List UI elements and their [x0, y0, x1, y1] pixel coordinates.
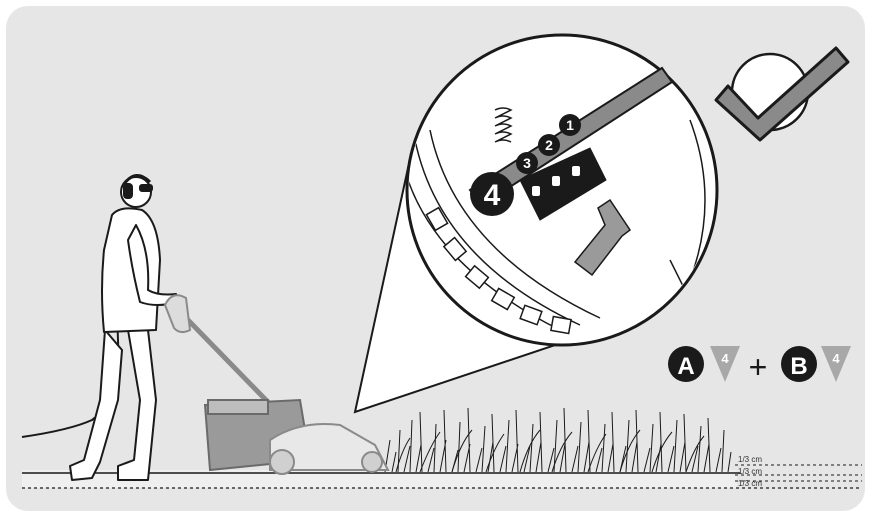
position-marker-1 [559, 114, 581, 136]
position-marker-2 [538, 134, 560, 156]
selected-position-marker [470, 172, 514, 216]
setting-a-label: 4 [721, 351, 729, 366]
position-marker-3 [516, 152, 538, 174]
badge-a [668, 346, 704, 382]
position-label-3: 3 [523, 155, 531, 171]
cut-height-label-2: 1/3 cm [738, 467, 762, 476]
setting-triangle-a [710, 346, 740, 382]
cut-height-label-3: 1/3 cm [738, 479, 762, 488]
settings-legend: A 4 + B 4 [668, 346, 851, 385]
cut-height-label-1: 1/3 cm [738, 455, 762, 464]
checkmark-icon [714, 46, 850, 142]
operator-figure [21, 174, 179, 481]
grass [384, 407, 732, 473]
height-notch-plate [519, 147, 607, 221]
setting-triangle-b [821, 346, 851, 382]
setting-b-label: 4 [832, 351, 840, 366]
position-label-2: 2 [545, 137, 553, 153]
selected-position-label: 4 [484, 179, 501, 212]
ground [22, 470, 860, 489]
lawn-mower [163, 294, 390, 475]
badge-b-label: B [790, 353, 807, 380]
badge-a-label: A [677, 353, 694, 380]
height-position-markers: 1 2 3 4 [470, 114, 581, 216]
position-label-1: 1 [566, 117, 574, 133]
legend-operator: + [749, 349, 768, 385]
badge-b [781, 346, 817, 382]
arrow-icon [573, 198, 632, 277]
